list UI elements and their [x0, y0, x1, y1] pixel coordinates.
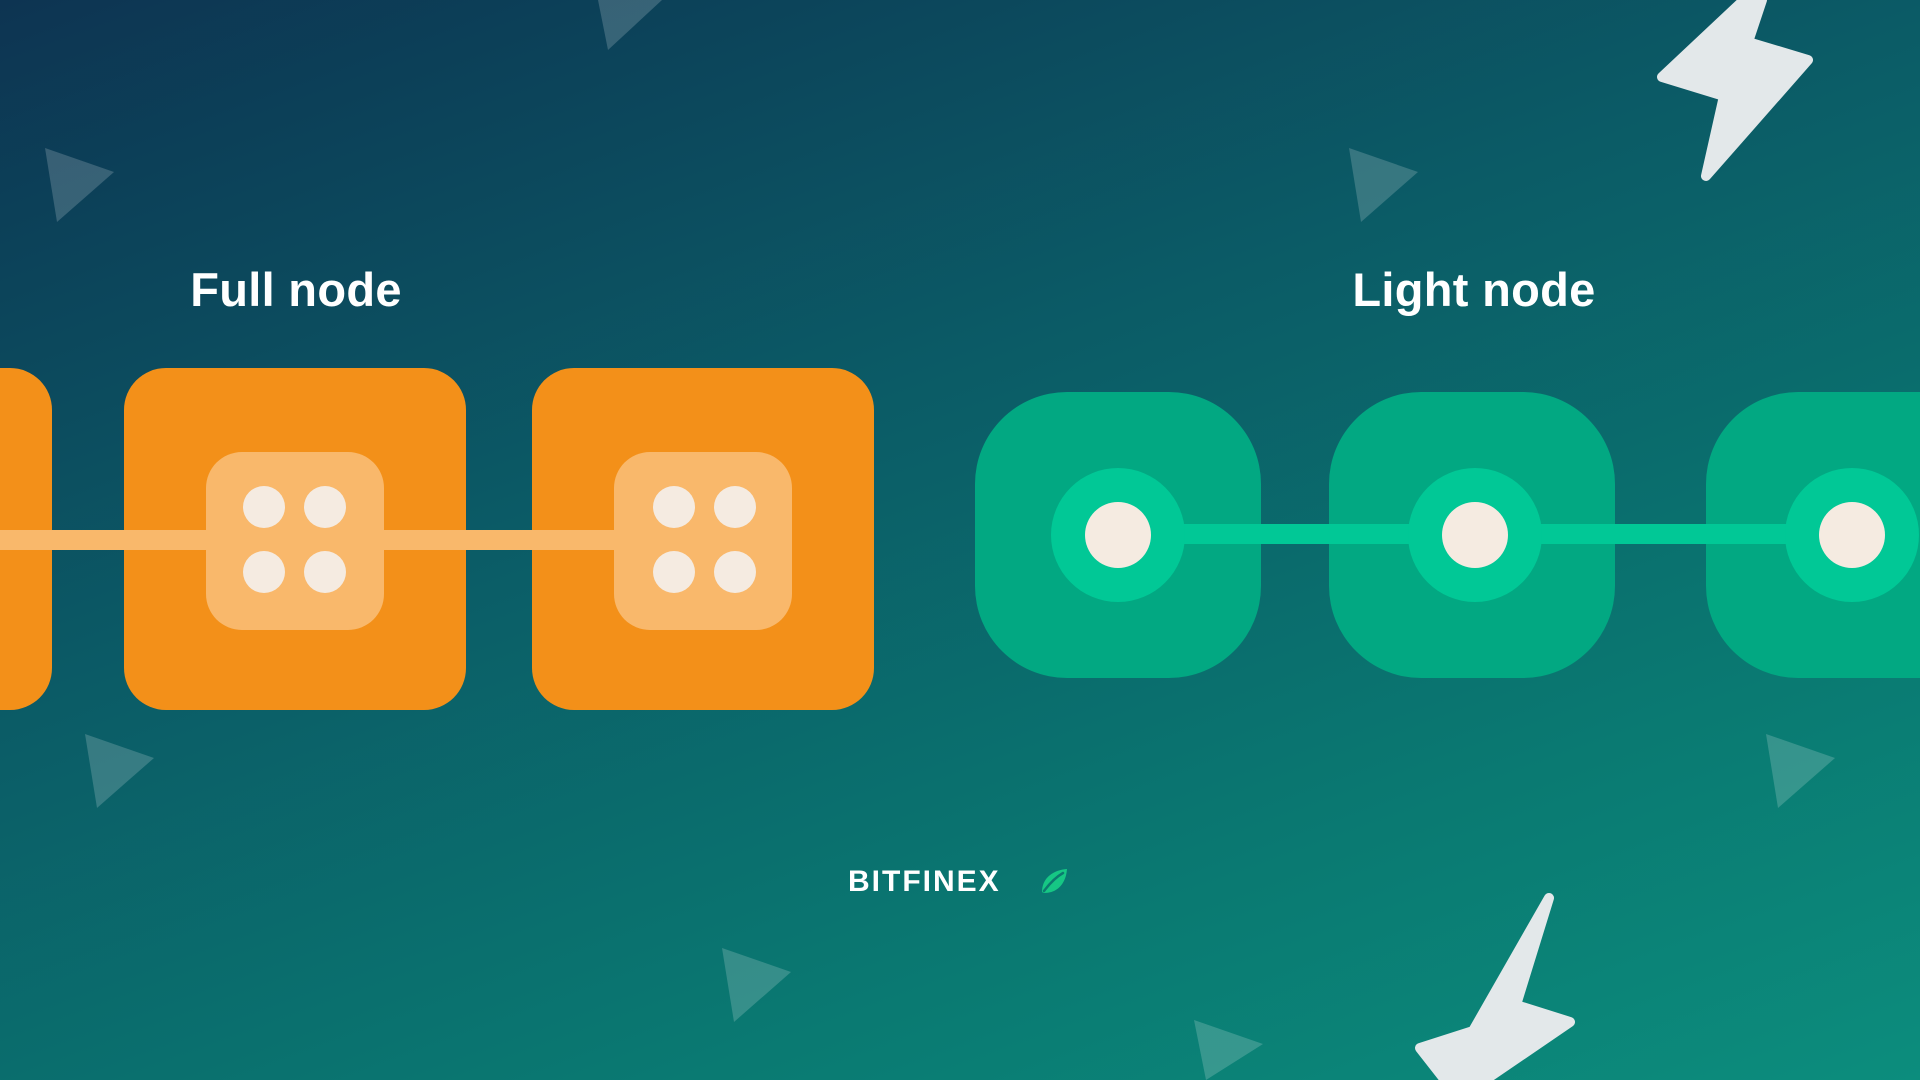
full-node-title: Full node: [190, 263, 402, 316]
triangle-icon: [1766, 734, 1835, 808]
triangle-icon: [45, 148, 114, 222]
triangle-icon: [1349, 148, 1418, 222]
data-dot: [653, 551, 695, 593]
triangle-icon: [85, 734, 154, 808]
data-dot: [714, 486, 756, 528]
triangle-icon: [598, 0, 662, 50]
triangle-icon: [1194, 1020, 1263, 1080]
leaf-icon: [1042, 869, 1067, 893]
data-dot: [304, 486, 346, 528]
triangle-icon: [722, 948, 791, 1022]
data-dot: [304, 551, 346, 593]
light-node-dot: [1819, 502, 1885, 568]
brand-wordmark: BITFINEX: [848, 865, 1001, 898]
light-node-dot: [1085, 502, 1151, 568]
full-node-connector: [0, 530, 206, 550]
bitfinex-logo: BITFINEX: [848, 862, 1072, 902]
lightning-icon: [1415, 893, 1575, 1080]
data-dot: [243, 486, 285, 528]
full-node-connector: [384, 530, 614, 550]
light-node-dot: [1442, 502, 1508, 568]
lightning-icon: [1657, 0, 1813, 181]
data-dot: [714, 551, 756, 593]
light-node-title: Light node: [1352, 263, 1596, 316]
data-dot: [653, 486, 695, 528]
data-dot: [243, 551, 285, 593]
